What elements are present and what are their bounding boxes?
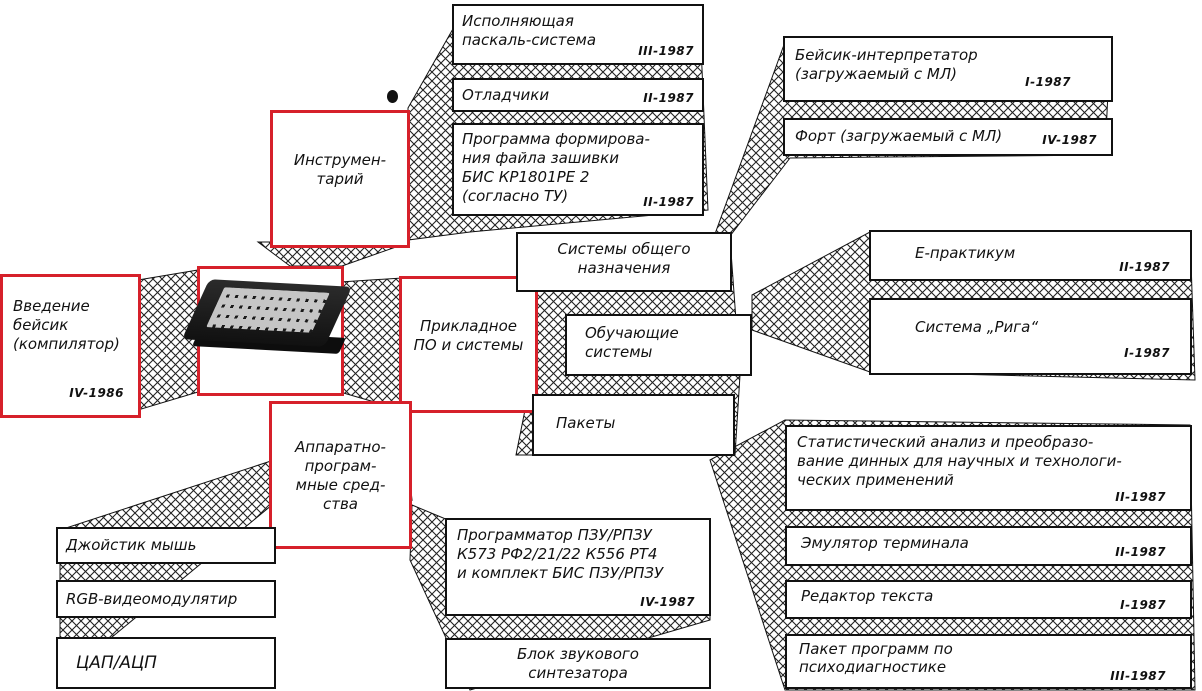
- tools-item-date: III-1987: [638, 44, 694, 58]
- package-item-label: Редактор текста: [801, 587, 934, 605]
- hub-tools-label: Инструмен- тарий: [293, 151, 387, 188]
- package-item-label: Статистический анализ и преобразо- вание…: [797, 433, 1122, 489]
- hardware-item-dac[interactable]: ЦАП/АЦП: [56, 637, 276, 689]
- package-item-label: Эмулятор терминала: [801, 534, 969, 552]
- hub-apps-label: Прикладное ПО и системы: [413, 317, 524, 354]
- general-item-date: IV-1987: [1042, 133, 1097, 147]
- tools-item-pascal[interactable]: Исполняющая паскаль-система III-1987: [452, 4, 704, 65]
- hardware-item-programmer[interactable]: Программатор ПЗУ/РПЗУ К573 РФ2/21/22 К55…: [445, 518, 711, 616]
- package-item-date: II-1987: [1115, 490, 1166, 504]
- general-item-forth[interactable]: Форт (загружаемый с МЛ) IV-1987: [783, 118, 1113, 156]
- hardware-item-rgb[interactable]: RGB-видеомодулятир: [56, 580, 276, 618]
- hub-intro-basic[interactable]: Введение бейсик (компилятор) IV-1986: [0, 274, 141, 418]
- hardware-item-synth[interactable]: Блок звукового синтезатора: [445, 638, 711, 689]
- package-item-terminal[interactable]: Эмулятор терминала II-1987: [785, 526, 1192, 566]
- hub-apps[interactable]: Прикладное ПО и системы: [399, 276, 538, 413]
- learning-item-riga[interactable]: Система „Рига“ I-1987: [869, 298, 1192, 375]
- hub-tools[interactable]: Инструмен- тарий: [270, 110, 410, 248]
- learning-item-label: Е-практикум: [915, 244, 1016, 262]
- learning-item-label: Система „Рига“: [915, 318, 1039, 336]
- hardware-item-label: RGB-видеомодулятир: [66, 590, 238, 608]
- package-item-editor[interactable]: Редактор текста I-1987: [785, 580, 1192, 619]
- general-item-basic[interactable]: Бейсик-интерпретатор (загружаемый с МЛ) …: [783, 36, 1113, 102]
- general-item-label: Форт (загружаемый с МЛ): [795, 127, 1003, 145]
- hub-intro-date: IV-1986: [69, 386, 124, 400]
- hub-intro-label: Введение бейсик (компилятор): [13, 297, 120, 353]
- tools-item-date: II-1987: [643, 91, 694, 105]
- apps-item-general[interactable]: Системы общего назначения: [516, 232, 732, 292]
- bullet-dot: [387, 90, 398, 103]
- hardware-item-label: Блок звукового синтезатора: [517, 645, 639, 682]
- hardware-item-joystick[interactable]: Джойстик мышь: [56, 527, 276, 564]
- apps-item-label: Обучающие системы: [585, 324, 679, 361]
- package-item-date: III-1987: [1110, 669, 1166, 683]
- hub-hardware[interactable]: Аппаратно- програм- мные сред- ства: [269, 401, 412, 549]
- package-item-label: Пакет программ по психодиагностике: [799, 640, 953, 676]
- hardware-item-label: Программатор ПЗУ/РПЗУ К573 РФ2/21/22 К55…: [457, 526, 664, 582]
- learning-item-date: I-1987: [1124, 346, 1170, 360]
- learning-item-date: II-1987: [1119, 260, 1170, 274]
- apps-item-packages[interactable]: Пакеты: [532, 394, 735, 456]
- general-item-date: I-1987: [1025, 75, 1071, 89]
- hardware-item-date: IV-1987: [640, 595, 695, 609]
- general-item-label: Бейсик-интерпретатор (загружаемый с МЛ): [795, 46, 978, 83]
- tools-item-firmware[interactable]: Программа формирова- ния файла зашивки Б…: [452, 123, 704, 216]
- tools-item-label: Исполняющая паскаль-система: [462, 12, 597, 49]
- package-item-date: I-1987: [1120, 598, 1166, 612]
- hardware-item-label: ЦАП/АЦП: [76, 653, 157, 673]
- hub-hardware-label: Аппаратно- програм- мные сред- ства: [295, 438, 386, 513]
- apps-item-label: Пакеты: [556, 414, 616, 432]
- link-intro-center: [137, 269, 199, 411]
- keyboard-keys: [206, 287, 330, 333]
- tools-item-date: II-1987: [643, 195, 694, 209]
- tools-item-debuggers[interactable]: Отладчики II-1987: [452, 78, 704, 112]
- apps-item-learning[interactable]: Обучающие системы: [565, 314, 752, 376]
- package-item-date: II-1987: [1115, 545, 1166, 559]
- hardware-item-label: Джойстик мышь: [66, 536, 197, 554]
- package-item-psycho[interactable]: Пакет программ по психодиагностике III-1…: [785, 634, 1192, 689]
- package-item-statistics[interactable]: Статистический анализ и преобразо- вание…: [785, 425, 1192, 511]
- tools-item-label: Отладчики: [462, 86, 550, 104]
- apps-item-label: Системы общего назначения: [557, 240, 691, 277]
- link-center-apps: [339, 277, 403, 411]
- tools-item-label: Программа формирова- ния файла зашивки Б…: [462, 130, 650, 205]
- learning-item-epractikum[interactable]: Е-практикум II-1987: [869, 230, 1192, 281]
